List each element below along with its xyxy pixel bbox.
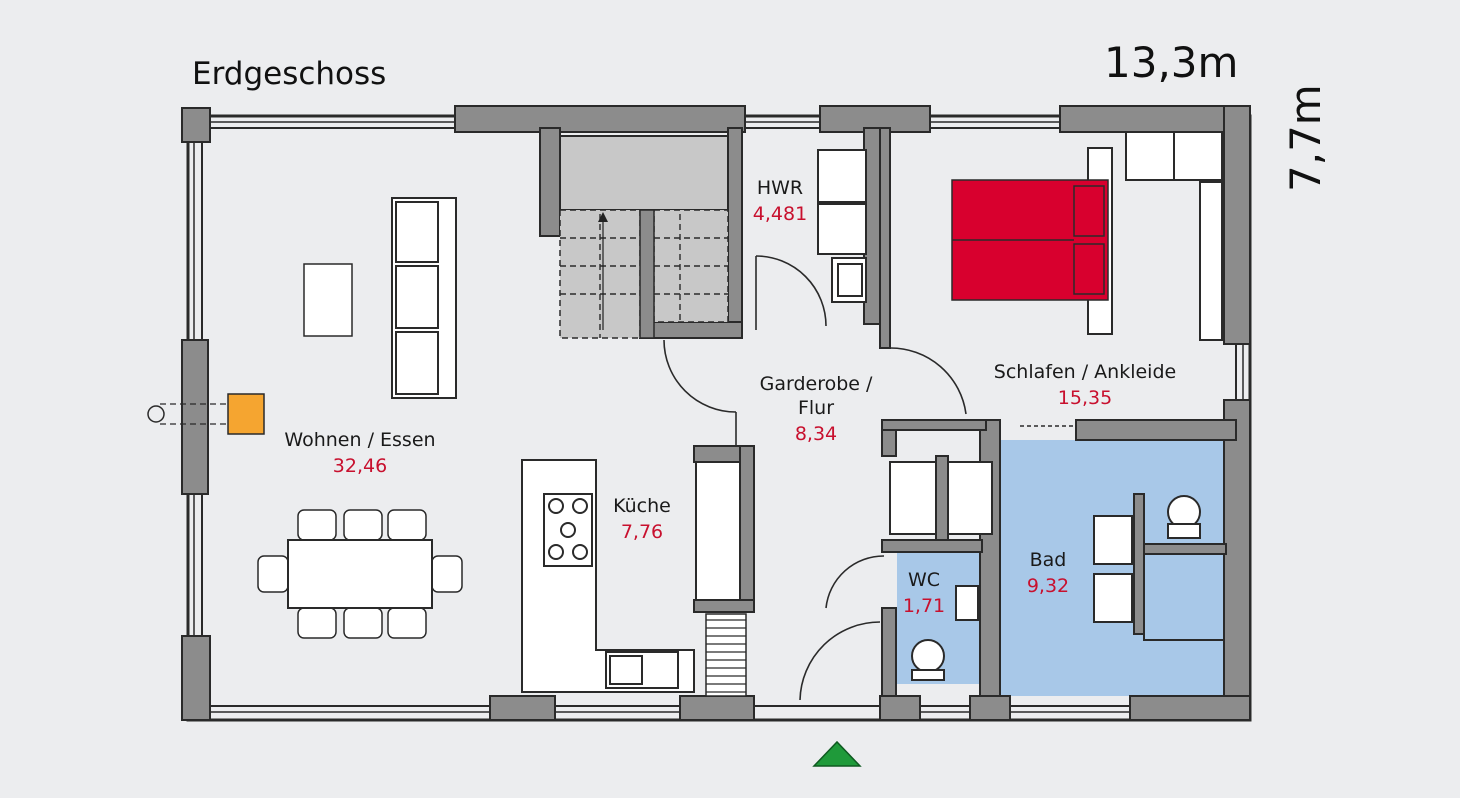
width-dimension: 13,3m: [1104, 38, 1239, 87]
walls: [181, 105, 1251, 721]
kitchen-counter: [521, 459, 695, 693]
room-label-wc: WC: [907, 569, 941, 591]
room-label-bad: Bad: [1029, 549, 1067, 571]
fireplace-icon: [147, 393, 265, 435]
room-area-wohnen: 32,46: [332, 455, 388, 477]
doors: [663, 255, 1076, 701]
tall-cabinet: [695, 461, 741, 601]
green-triangle-icon: [812, 740, 862, 767]
room-area-hwr: 4,481: [752, 203, 808, 225]
floor-title: Erdgeschoss: [192, 56, 387, 92]
room-area-bad: 9,32: [1026, 575, 1070, 597]
room-label-kueche: Küche: [613, 495, 671, 517]
dining-table: [257, 509, 463, 639]
hwr-appliances: [817, 149, 867, 303]
staircase: [559, 135, 729, 339]
sofa: [391, 197, 457, 399]
room-label-flur-2: Flur: [797, 397, 835, 419]
hatched-shelf: [705, 613, 747, 697]
depth-dimension: 7,7m: [1281, 84, 1330, 192]
room-label-hwr: HWR: [756, 177, 804, 199]
room-area-flur: 8,34: [794, 423, 838, 445]
room-label-flur: Garderobe /: [759, 373, 873, 395]
room-area-wc: 1,71: [902, 595, 946, 617]
room-area-kueche: 7,76: [620, 521, 664, 543]
room-label-schlafen: Schlafen / Ankleide: [993, 361, 1177, 383]
room-label-wohnen: Wohnen / Essen: [284, 429, 436, 451]
coffee-table: [303, 263, 353, 337]
room-area-schlafen: 15,35: [1057, 387, 1113, 409]
bed: [951, 179, 1109, 301]
window-lines: [193, 121, 1244, 713]
bath-fixtures: [889, 461, 1225, 681]
